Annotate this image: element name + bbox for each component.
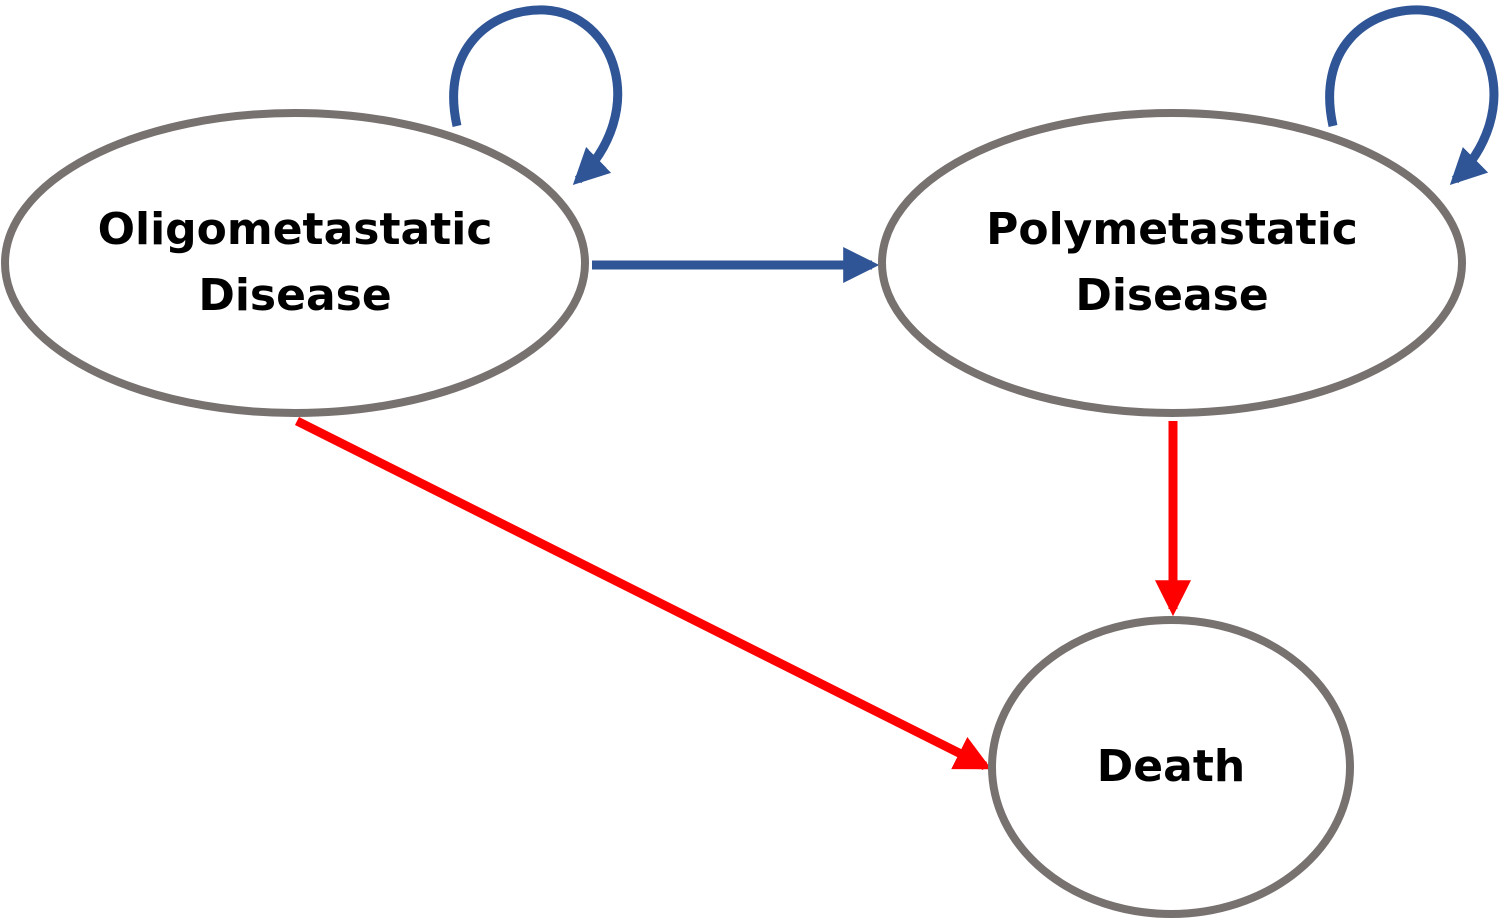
polymetastatic-ellipse (878, 109, 1466, 417)
polymetastatic-label-line-2: Disease (1075, 270, 1268, 321)
oligometastatic-self-loop-arrow (449, 5, 623, 186)
polymetastatic-self-loop-arrow (1325, 5, 1499, 186)
node-death: Death (988, 616, 1354, 918)
death-ellipse (988, 616, 1354, 918)
oligometastatic-ellipse (1, 109, 589, 417)
death-label: Death (1097, 741, 1245, 792)
polymetastatic-label-line-1: Polymetastatic (986, 204, 1358, 255)
oligometastatic-label-line-1: Oligometastatic (98, 204, 493, 255)
oligometastatic-label-line-2: Disease (198, 270, 391, 321)
node-oligometastatic: Oligometastatic Disease (1, 109, 589, 417)
node-polymetastatic: Polymetastatic Disease (878, 109, 1466, 417)
edges (294, 5, 1499, 771)
oligometastatic-to-death-arrow (294, 416, 992, 771)
